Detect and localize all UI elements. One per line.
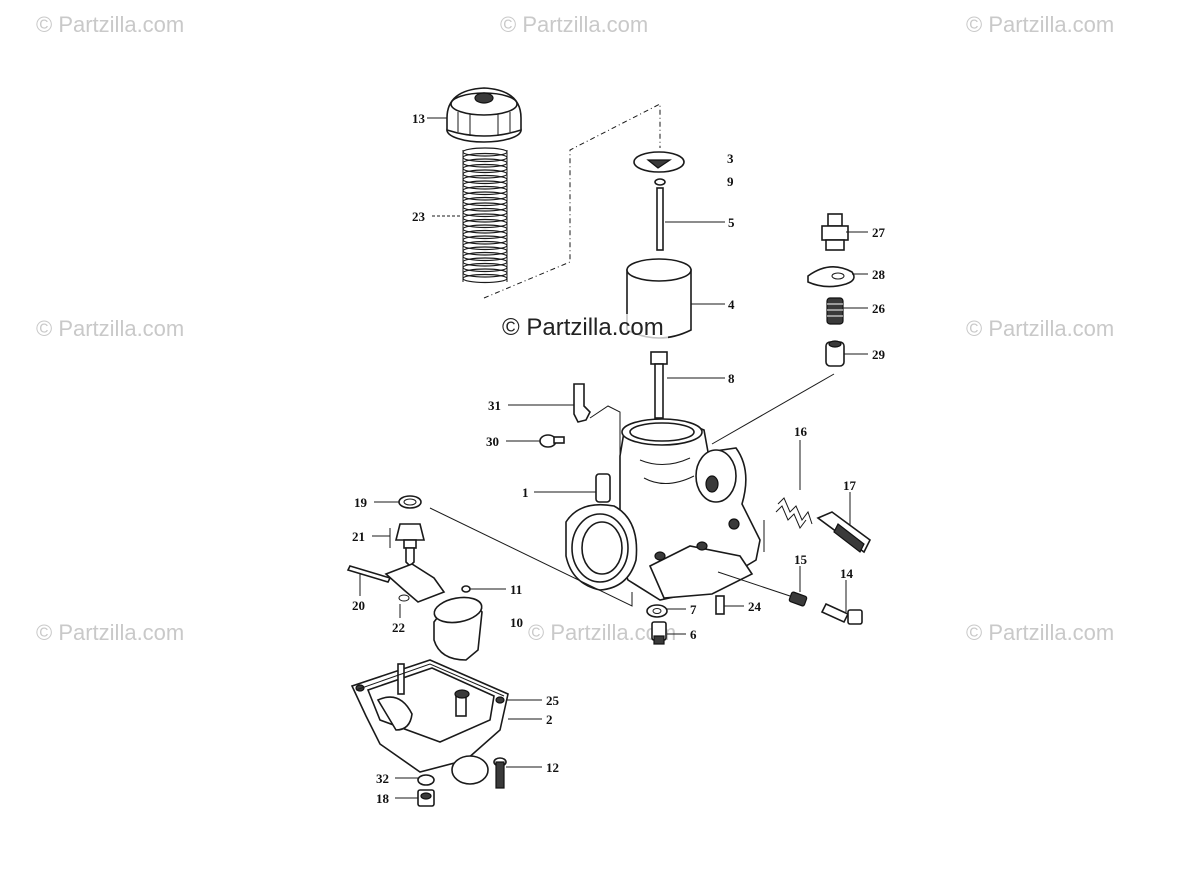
assembly-line-bracket (589, 405, 621, 484)
part-1-carburetor-body[interactable] (565, 418, 761, 601)
callout-27: 27 (872, 225, 886, 240)
part-21-needle-valve[interactable] (394, 523, 426, 568)
part-14-screw[interactable] (820, 602, 863, 625)
callout-5: 5 (728, 215, 735, 230)
part-29-plunger[interactable] (825, 340, 845, 367)
callout-8: 8 (728, 371, 735, 386)
callout-3: 3 (727, 151, 734, 166)
callout-18: 18 (376, 791, 390, 806)
callout-13: 13 (412, 111, 426, 126)
part-32-washer[interactable] (417, 774, 435, 786)
callout-19: 19 (354, 495, 368, 510)
part-19-o-ring[interactable] (398, 495, 422, 509)
part-13-top-cap[interactable] (446, 87, 522, 143)
part-9-clip[interactable] (654, 178, 666, 186)
callout-17: 17 (843, 478, 857, 493)
part-25-gasket[interactable] (355, 663, 505, 697)
callout-21: 21 (352, 529, 365, 544)
part-6-main-jet[interactable] (651, 621, 667, 645)
part-8-needle-jet[interactable] (650, 351, 668, 419)
part-11-pin[interactable] (461, 585, 471, 593)
part-30-screw[interactable] (539, 434, 565, 448)
callout-14: 14 (840, 566, 854, 581)
callout-7: 7 (690, 602, 697, 617)
part-24-pilot-jet[interactable] (715, 595, 725, 615)
part-17-screw[interactable] (816, 511, 872, 554)
watermark-top-center: © Partzilla.com (500, 12, 649, 37)
part-28-gasket[interactable] (807, 266, 855, 288)
callout-16: 16 (794, 424, 808, 439)
watermark-bottom-right: © Partzilla.com (966, 620, 1115, 645)
callout-22: 22 (392, 620, 405, 635)
callout-32: 32 (376, 771, 389, 786)
callout-15: 15 (794, 552, 808, 567)
callout-9: 9 (727, 174, 734, 189)
part-15-spring[interactable] (788, 591, 808, 607)
callout-29: 29 (872, 347, 886, 362)
callout-10: 10 (510, 615, 523, 630)
callout-2: 2 (546, 712, 553, 727)
part-12-screw[interactable] (493, 757, 507, 789)
watermark-mid-left: © Partzilla.com (36, 316, 185, 341)
part-31-bracket[interactable] (573, 383, 591, 423)
callout-26: 26 (872, 301, 886, 316)
assembly-line-right (711, 373, 835, 445)
spring-coil (462, 273, 508, 284)
part-26-spring[interactable] (826, 297, 844, 325)
part-3-retainer-plate[interactable] (633, 151, 685, 173)
callout-12: 12 (546, 760, 559, 775)
callout-6: 6 (690, 627, 697, 642)
callout-28: 28 (872, 267, 886, 282)
callout-4: 4 (728, 297, 735, 312)
watermark-mid-right: © Partzilla.com (966, 316, 1115, 341)
part-27-fitting[interactable] (821, 213, 849, 251)
callout-30: 30 (486, 434, 499, 449)
part-20-float-pin[interactable] (346, 565, 392, 583)
assembly-line-pilot (717, 571, 797, 599)
watermark-top-right: © Partzilla.com (966, 12, 1115, 37)
watermark-bottom-left: © Partzilla.com (36, 620, 185, 645)
assembly-line-float (429, 507, 633, 607)
part-22-float-arm[interactable] (384, 563, 446, 603)
part-2-float-bowl[interactable] (350, 659, 509, 785)
assembly-line-top (483, 103, 661, 299)
watermark-top-left: © Partzilla.com (36, 12, 185, 37)
watermark-center: © Partzilla.com (498, 314, 668, 342)
callout-23: 23 (412, 209, 426, 224)
callout-24: 24 (748, 599, 762, 614)
part-5-jet-needle[interactable] (656, 187, 664, 251)
leader-lines (359, 117, 868, 799)
part-10-float[interactable] (432, 594, 483, 661)
part-23-spring[interactable] (462, 147, 508, 284)
callout-25: 25 (546, 693, 560, 708)
callout-20: 20 (352, 598, 365, 613)
part-18-drain-plug[interactable] (417, 789, 435, 807)
part-7-washer[interactable] (646, 604, 668, 618)
callout-11: 11 (510, 582, 522, 597)
callout-1: 1 (522, 485, 529, 500)
callout-31: 31 (488, 398, 501, 413)
part-16-spring[interactable] (775, 497, 813, 529)
callout-labels: 13 23 3 9 5 4 8 27 28 26 29 31 30 1 19 2… (352, 111, 886, 806)
